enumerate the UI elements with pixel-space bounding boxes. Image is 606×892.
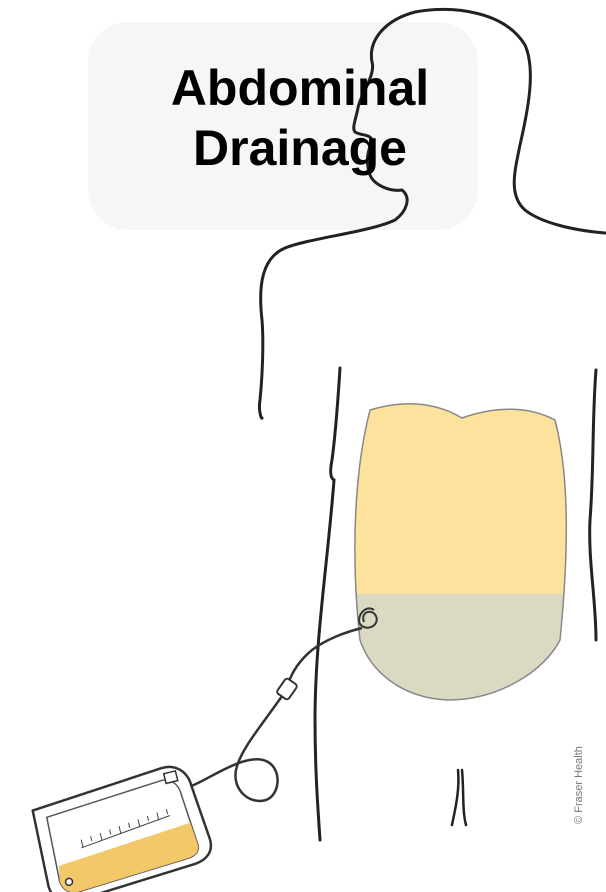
drainage-bag [27,761,216,892]
page-title: Abdominal Drainage [100,58,500,178]
left-torso-outline [315,368,340,840]
right-torso-outline [590,370,596,640]
title-line-1: Abdominal [100,58,500,118]
groin-mark [452,770,466,825]
drain-tube [288,628,362,684]
tube-clamp [276,678,298,701]
bag-inlet-port [164,771,178,784]
copyright-credit: © Fraser Health [572,725,586,845]
ascites-fluid [340,594,580,714]
title-line-2: Drainage [100,118,500,178]
bag-hanger-hole [65,878,73,886]
